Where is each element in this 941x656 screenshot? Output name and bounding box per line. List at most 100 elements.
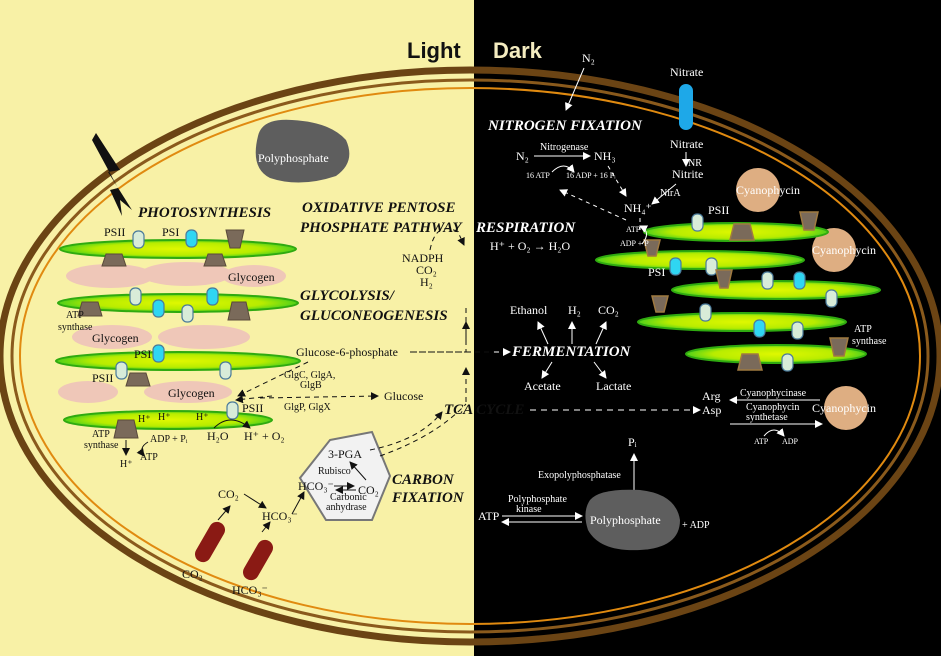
adp16-label: 16 ADP + 16 Pᵢ bbox=[566, 171, 616, 180]
cell-membrane bbox=[0, 66, 941, 646]
photosystem-light-proteins bbox=[115, 229, 239, 420]
h2-label: H₂ bbox=[568, 303, 581, 317]
atp-cs-label: ATP bbox=[754, 437, 769, 446]
water-label: H₂O bbox=[207, 429, 229, 443]
atp-synthase-label-1b: synthase bbox=[58, 322, 93, 333]
nitrate-channel bbox=[679, 84, 693, 130]
h-o2-label: H⁺ + O₂ bbox=[244, 429, 285, 443]
thylakoid-light-4 bbox=[63, 410, 273, 430]
glycogen-label-1: Glycogen bbox=[228, 270, 275, 284]
ca-label-1: Carbonic bbox=[330, 492, 367, 503]
atp16-label: 16 ATP bbox=[526, 171, 550, 180]
atp-synthase-label-1a: ATP bbox=[66, 310, 84, 321]
co2-ferm-label: CO₂ bbox=[598, 303, 619, 317]
nitrogen-fixation-title: NITROGEN FIXATION bbox=[487, 118, 643, 134]
h-plus-out: H⁺ bbox=[120, 459, 133, 470]
exopolyphosphatase-label: Exopolyphosphatase bbox=[538, 470, 621, 481]
cyanophycin-synthetase-label-1: Cyanophycin bbox=[746, 402, 799, 413]
atp-dark-label: ATP bbox=[626, 225, 641, 234]
carbon-fixation-title-2: FIXATION bbox=[391, 490, 465, 506]
atp-synthase-dark-label-2: synthase bbox=[852, 336, 887, 347]
svg-text:Polyphosphate: Polyphosphate bbox=[258, 151, 329, 165]
lactate-label: Lactate bbox=[596, 379, 631, 393]
h2-opp-label: H₂ bbox=[420, 275, 433, 289]
adp-p-label: ADP + P bbox=[620, 239, 649, 248]
h-plus-2: H⁺ bbox=[158, 412, 171, 423]
glc-enzymes-bottom: GlgP, GlgX bbox=[284, 402, 331, 413]
cyanophycin-synthetase-label-2: synthetase bbox=[746, 412, 788, 423]
atp-synthase-dark bbox=[643, 211, 849, 371]
photosystem-dark-proteins bbox=[669, 213, 838, 372]
co2-uptake-label: CO₂ bbox=[218, 487, 239, 501]
pga-label: 3-PGA bbox=[328, 447, 362, 461]
co2-label-cf: CO₂ bbox=[358, 483, 379, 497]
svg-text:Cyanophycin: Cyanophycin bbox=[736, 183, 800, 197]
ethanol-label: Ethanol bbox=[510, 303, 548, 317]
atp-synthase-label-2a: ATP bbox=[92, 429, 110, 440]
atp-synthase-light bbox=[77, 229, 251, 439]
hco3-transporter bbox=[243, 539, 273, 581]
respiration-equation: H⁺ + O₂ → H₂O bbox=[490, 239, 570, 253]
lightning-bolt-icon bbox=[92, 133, 132, 216]
cyanophycin-granule-1: Cyanophycin bbox=[736, 168, 800, 212]
arg-label: Arg bbox=[702, 389, 720, 403]
asp-label: Asp bbox=[702, 403, 721, 417]
n2-label: N₂ bbox=[516, 149, 529, 163]
nira-label: NirA bbox=[660, 188, 681, 199]
psii-label-3: PSII bbox=[242, 401, 263, 415]
nitrite-label: Nitrite bbox=[672, 167, 703, 181]
tca-cycle-title: TCA CYCLE bbox=[444, 402, 524, 418]
h-plus-3: H⁺ bbox=[196, 412, 209, 423]
adp-cs-label: ADP bbox=[782, 437, 799, 446]
pi-label: Pᵢ bbox=[628, 435, 637, 449]
co2-transporter bbox=[195, 521, 225, 563]
hco3-outside-label: HCO₃⁻ bbox=[232, 583, 268, 597]
h-plus-1: H⁺ bbox=[138, 414, 151, 425]
polyphosphate-granule-light: Polyphosphate bbox=[255, 119, 350, 183]
psii-label-2: PSII bbox=[92, 371, 113, 385]
co2-outside-label: CO₂ bbox=[182, 567, 203, 581]
nitrate-inside-label: Nitrate bbox=[670, 137, 703, 151]
polyphosphate-granule-dark: Polyphosphate bbox=[585, 489, 680, 551]
adp-pi-light: ADP + Pᵢ bbox=[150, 434, 188, 445]
g6p-label: Glucose-6-phosphate bbox=[296, 345, 398, 359]
light-header: Light bbox=[407, 38, 461, 63]
dark-header: Dark bbox=[493, 38, 543, 63]
nadph-label: NADPH bbox=[402, 251, 444, 265]
co2-opp-label: CO₂ bbox=[416, 263, 437, 277]
psii-label-1: PSII bbox=[104, 225, 125, 239]
psi-label-1: PSI bbox=[162, 225, 179, 239]
svg-text:Cyanophycin: Cyanophycin bbox=[812, 243, 876, 257]
atp-light: ATP bbox=[140, 452, 158, 463]
rubisco-label: Rubisco bbox=[318, 466, 351, 477]
atp-synthase-label-2b: synthase bbox=[84, 440, 119, 451]
photosynthesis-title: PHOTOSYNTHESIS bbox=[138, 205, 271, 221]
nitrate-outside-label: Nitrate bbox=[670, 65, 703, 79]
respiration-title: RESPIRATION bbox=[475, 220, 576, 236]
svg-text:Polyphosphate: Polyphosphate bbox=[590, 513, 661, 527]
cyanophycin-granule-3: Cyanophycin bbox=[812, 386, 876, 430]
nitrogenase-label: Nitrogenase bbox=[540, 142, 589, 153]
glycolysis-title-line1: GLYCOLYSIS/ bbox=[300, 288, 396, 304]
atp-pk-label: ATP bbox=[478, 509, 500, 523]
plus-adp-label: + ADP bbox=[682, 520, 710, 531]
nh3-label: NH₃ bbox=[594, 149, 616, 163]
nh4-label: NH₄⁺ bbox=[624, 201, 652, 215]
ca-label-2: anhydrase bbox=[326, 502, 367, 513]
carbon-fixation-title-1: CARBON bbox=[392, 472, 455, 488]
glycogen-granules bbox=[58, 262, 286, 403]
glycogen-label-2: Glycogen bbox=[92, 331, 139, 345]
glycogen-label-3: Glycogen bbox=[168, 386, 215, 400]
fermentation-title: FERMENTATION bbox=[511, 344, 632, 360]
hco3-cytosol-label: HCO₃⁻ bbox=[262, 509, 298, 523]
cyanophycinase-label: Cyanophycinase bbox=[740, 388, 807, 399]
opp-title-line2: PHOSPHATE PATHWAY bbox=[300, 220, 463, 236]
psi-label-2: PSI bbox=[134, 347, 151, 361]
opp-title-line1: OXIDATIVE PENTOSE bbox=[302, 200, 456, 216]
atp-synthase-dark-label-1: ATP bbox=[854, 324, 872, 335]
hco3-label-cf: HCO₃⁻ bbox=[298, 479, 334, 493]
carbon-fixation-hexagon bbox=[298, 430, 392, 521]
polyphosphate-kinase-label-1: Polyphosphate bbox=[508, 494, 567, 505]
